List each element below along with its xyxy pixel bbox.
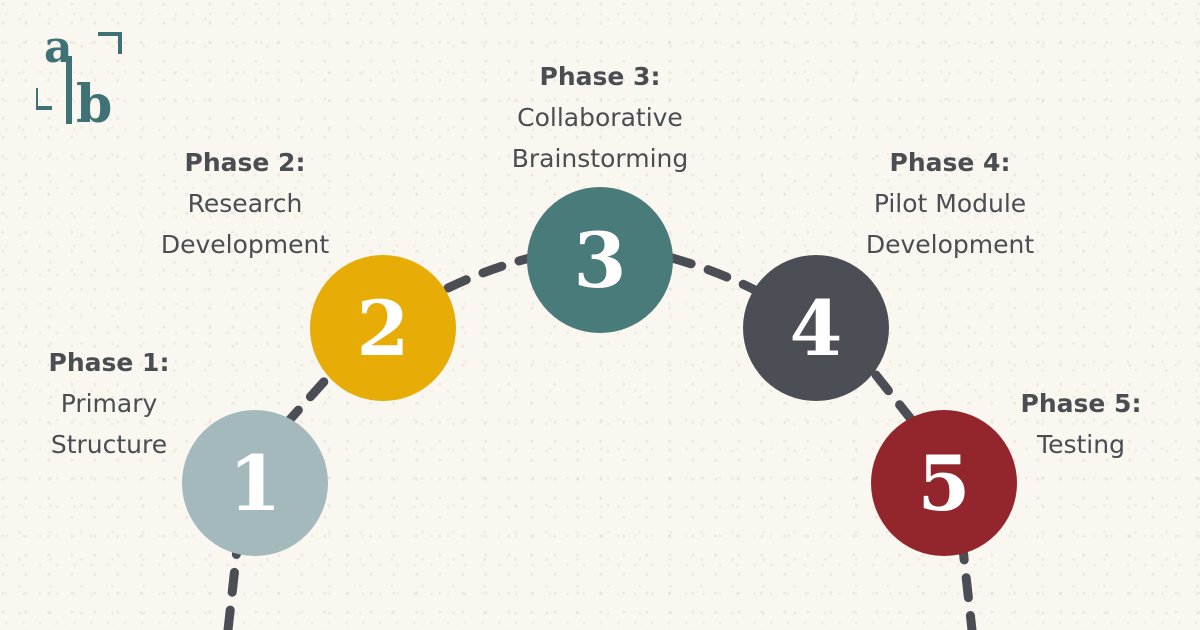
phase-4-description-line: Development — [865, 230, 1035, 259]
phase-1-description-line: Structure — [50, 430, 168, 459]
svg-text:b: b — [76, 74, 112, 130]
phase-4-title: Phase 4: — [889, 148, 1011, 177]
phase-2-number: 2 — [356, 283, 410, 373]
phase-1-title: Phase 1: — [48, 348, 170, 377]
phase-3-description-line: Collaborative — [517, 103, 683, 132]
phase-2-description-line: Development — [160, 230, 330, 259]
phase-5-description-line: Testing — [1037, 430, 1125, 459]
path-segment — [667, 253, 760, 295]
phase-2-title: Phase 2: — [184, 148, 306, 177]
phase-3-circle: 3 — [527, 187, 673, 333]
phase-4-description-line: Pilot Module — [873, 189, 1027, 218]
phase-1-description-line: Primary — [60, 389, 158, 418]
phase-5-number: 5 — [917, 438, 971, 528]
path-segment — [280, 370, 335, 430]
phase-3-title: Phase 3: — [539, 62, 661, 91]
ab-monogram-logo: a b — [36, 26, 122, 130]
path-segment — [957, 535, 977, 630]
phase-3-description-line: Brainstorming — [511, 144, 689, 173]
phase-5-title: Phase 5: — [1020, 389, 1142, 418]
path-segment — [223, 535, 243, 630]
phase-5-circle: 5 — [871, 410, 1017, 556]
path-segment — [443, 253, 535, 293]
phase-1-number: 1 — [228, 438, 282, 528]
phase-1-circle: 1 — [182, 410, 328, 556]
phase-2-description-line: Research — [187, 189, 303, 218]
phase-4-circle: 4 — [743, 255, 889, 401]
phase-2-circle: 2 — [310, 255, 456, 401]
phase-3-number: 3 — [573, 215, 627, 305]
phase-5-label: Phase 5: Testing — [1021, 383, 1142, 465]
phase-4-number: 4 — [789, 283, 843, 373]
